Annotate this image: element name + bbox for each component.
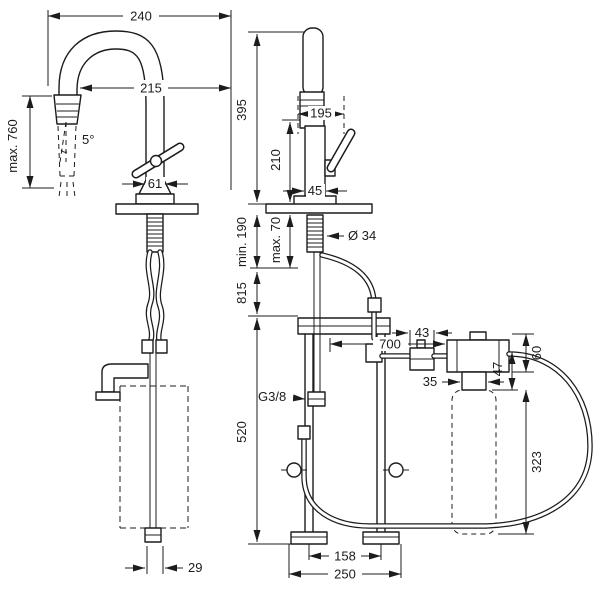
dim-label-35: 35 xyxy=(423,374,437,389)
dim-label-395: 395 xyxy=(234,99,249,121)
dim-label-45: 45 xyxy=(308,183,322,198)
filter-head xyxy=(446,331,510,391)
filter-top-nub xyxy=(469,331,487,341)
dim-label-max70: max. 70 xyxy=(268,217,283,263)
side-view-dimensions: 240 215 max. 760 5° 61 xyxy=(5,8,232,575)
dimension-45: 45 xyxy=(283,183,347,198)
countertop-front xyxy=(265,203,373,214)
dimension-210: 210 xyxy=(268,119,300,202)
spout-front xyxy=(302,27,324,97)
dim-label-195: 195 xyxy=(310,106,332,121)
pullout-hose-side xyxy=(149,353,157,528)
cabinet-dashed-outline xyxy=(119,385,189,529)
dim-label-60: 60 xyxy=(529,346,544,360)
dim-label-dia34: Ø 34 xyxy=(348,228,376,243)
dimension-60: 60 xyxy=(512,333,544,373)
hose-end-weight xyxy=(144,527,162,543)
dimension-240: 240 xyxy=(47,8,232,190)
dimension-395: 395 xyxy=(234,34,261,202)
dimension-250: 250 xyxy=(288,544,402,582)
dimension-195: 195 xyxy=(297,96,345,134)
dim-label-700: 700 xyxy=(379,337,401,352)
spray-hose-loop xyxy=(297,351,593,529)
dim-label-43: 43 xyxy=(415,325,429,340)
dim-label-323: 323 xyxy=(529,451,544,473)
threaded-shank-side xyxy=(146,213,164,253)
dimension-max70: max. 70 xyxy=(268,215,294,268)
dimension-215: 215 xyxy=(80,80,231,96)
dimension-dia34: Ø 34 xyxy=(327,228,376,243)
dimension-815: 815 xyxy=(234,272,261,314)
dimension-323: 323 xyxy=(498,390,544,535)
side-view xyxy=(53,30,199,543)
mounting-hole-right xyxy=(388,462,404,478)
dim-label-min190: min. 190 xyxy=(234,217,249,267)
dimension-35: 35 xyxy=(423,374,504,389)
dim-label-158: 158 xyxy=(334,549,356,564)
dim-label-47: 47 xyxy=(490,362,505,376)
dimension-angle-5deg: 5° xyxy=(59,121,94,163)
dimension-47: 47 xyxy=(490,352,518,391)
foot-left xyxy=(290,531,328,545)
thread-hatch xyxy=(147,217,163,247)
spray-head xyxy=(53,94,82,125)
mounting-holes xyxy=(281,462,409,478)
spout-arc xyxy=(58,30,165,183)
mounting-hole-left xyxy=(286,462,302,478)
dim-label-5deg: 5° xyxy=(82,132,94,147)
dim-label-250: 250 xyxy=(334,567,356,582)
hose-connector xyxy=(155,339,168,354)
dimension-min190: min. 190 xyxy=(234,215,261,268)
dim-label-520: 520 xyxy=(234,421,249,443)
front-view-dimensions: 395 210 min. 190 max. 70 815 520 1 xyxy=(234,31,544,582)
loop-end-fitting xyxy=(297,425,311,440)
dim-label-210: 210 xyxy=(268,149,283,171)
dimension-520: 520 xyxy=(234,318,261,542)
dimension-g38: G3/8 xyxy=(258,389,306,404)
countertop-side xyxy=(115,203,199,215)
filter-neck xyxy=(461,371,487,391)
dim-label-815: 815 xyxy=(234,282,249,304)
dimension-158: 158 xyxy=(308,544,382,564)
dimension-max760: max. 760 xyxy=(5,95,54,189)
supply-hose-front xyxy=(307,252,326,407)
filter-cartridge-dashed xyxy=(451,389,497,535)
spray-head-pulled-dashed xyxy=(57,125,77,198)
threaded-shank-front xyxy=(306,214,324,253)
handle-lever-side xyxy=(131,142,185,179)
dimension-700: 700 xyxy=(329,337,445,352)
foot-right xyxy=(362,531,400,545)
hose-fitting xyxy=(367,297,382,313)
dim-label-215: 215 xyxy=(140,81,162,96)
dimension-61: 61 xyxy=(122,176,188,191)
thread-hatch-front xyxy=(307,218,323,248)
hose-to-tee xyxy=(319,252,382,341)
mounting-frame xyxy=(297,317,391,533)
dimension-29: 29 xyxy=(125,546,202,575)
frame-feet xyxy=(290,531,400,545)
dim-label-max760: max. 760 xyxy=(5,119,20,172)
dim-label-g38: G3/8 xyxy=(258,389,286,404)
hose-connector xyxy=(141,339,154,354)
flexible-hoses-side xyxy=(141,249,168,354)
handle-lever-front xyxy=(324,128,356,177)
dimension-43: 43 xyxy=(392,325,452,346)
dim-label-61: 61 xyxy=(148,176,162,191)
dim-label-29: 29 xyxy=(188,560,202,575)
dim-label-240: 240 xyxy=(130,9,152,24)
spray-holder-bracket xyxy=(95,363,149,401)
